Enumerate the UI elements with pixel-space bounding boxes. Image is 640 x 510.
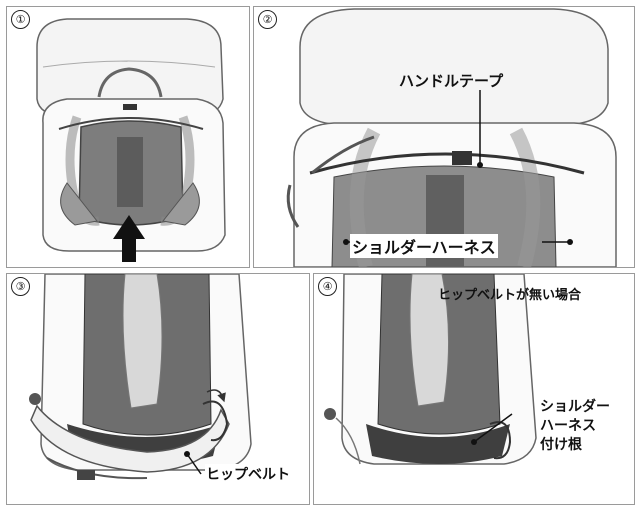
attachment-label-line-3: 付け根: [540, 437, 582, 453]
step-number: ④: [318, 277, 337, 296]
step-3-illustration: [29, 274, 252, 480]
handle-tape-label: ハンドルテープ: [399, 72, 504, 90]
shoulder-harness-attachment-label: ショルダー ハーネス 付け根: [540, 398, 610, 455]
step-4-illustration: [324, 274, 537, 465]
shoulder-harness-label: ショルダーハーネス: [350, 234, 498, 258]
no-hip-belt-label: ヒップベルトが無い場合: [438, 288, 582, 303]
step-2-illustration: [286, 8, 617, 267]
step-number: ②: [258, 10, 277, 29]
attachment-label-line-1: ショルダー: [540, 399, 610, 415]
step-3-panel: ③ ヒップベルト: [6, 273, 310, 505]
step-number: ①: [11, 10, 30, 29]
step-number: ③: [11, 277, 30, 296]
up-arrow-icon: [113, 215, 145, 262]
hip-belt-label: ヒップベルト: [205, 464, 291, 484]
step-2-panel: ② ハンドルテープ ショルダーハーネス: [253, 6, 635, 268]
attachment-label-line-2: ハーネス: [540, 418, 596, 434]
step-1-panel: ①: [6, 6, 250, 268]
step-1-illustration: [36, 18, 226, 262]
step-4-panel: ④ ヒップベルトが無い場合 ショルダー ハーネス 付け根: [313, 273, 635, 505]
